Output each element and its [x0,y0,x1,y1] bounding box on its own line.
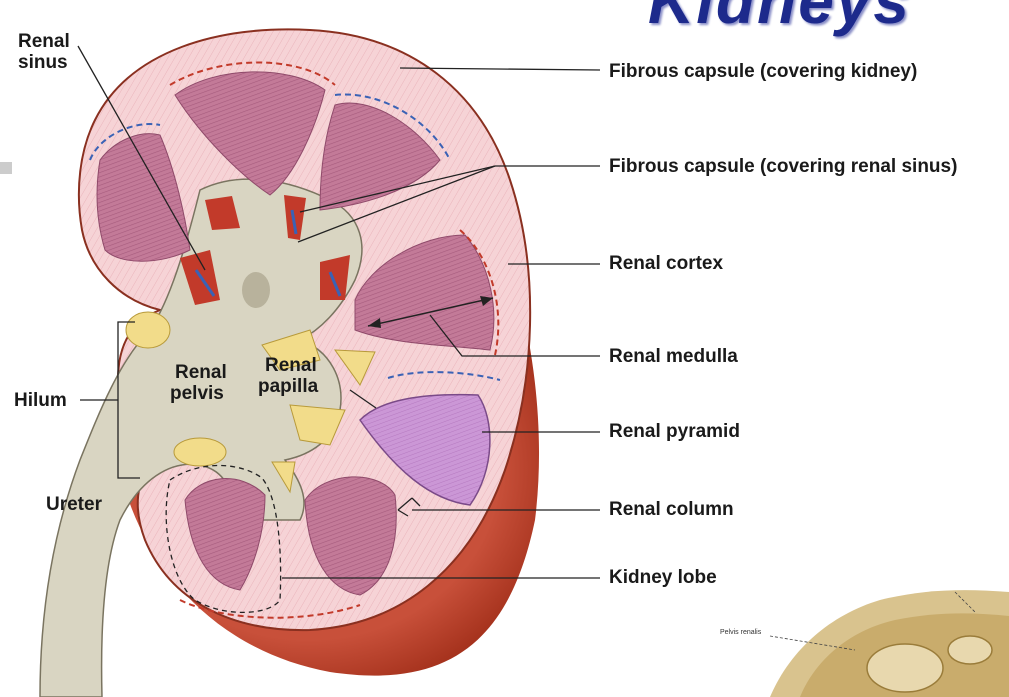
edge-tab [0,162,12,174]
inset-label-pelvis-renalis: Pelvis renalis [720,629,761,636]
label-renal-papilla-line2: papilla [258,376,318,397]
label-kidney-lobe: Kidney lobe [609,567,717,588]
label-renal-sinus-line1: Renal [18,31,70,52]
label-hilum: Hilum [14,390,67,411]
label-fibrous-capsule-kidney: Fibrous capsule (covering kidney) [609,61,917,82]
label-ureter: Ureter [46,494,102,515]
label-renal-column: Renal column [609,499,734,520]
label-renal-medulla: Renal medulla [609,346,738,367]
label-renal-sinus-line2: sinus [18,52,68,73]
label-renal-cortex: Renal cortex [609,253,723,274]
sinus-fat [174,438,226,466]
label-renal-papilla-line1: Renal [265,355,317,376]
vessel-cut [320,255,350,300]
sinus-hole [242,272,270,308]
label-renal-pyramid: Renal pyramid [609,421,740,442]
label-fibrous-capsule-sinus: Fibrous capsule (covering renal sinus) [609,156,957,177]
label-renal-pelvis-line1: Renal [175,362,227,383]
label-renal-pelvis-line2: pelvis [170,383,224,404]
sinus-fat [126,312,170,348]
inset-image [705,586,1009,697]
